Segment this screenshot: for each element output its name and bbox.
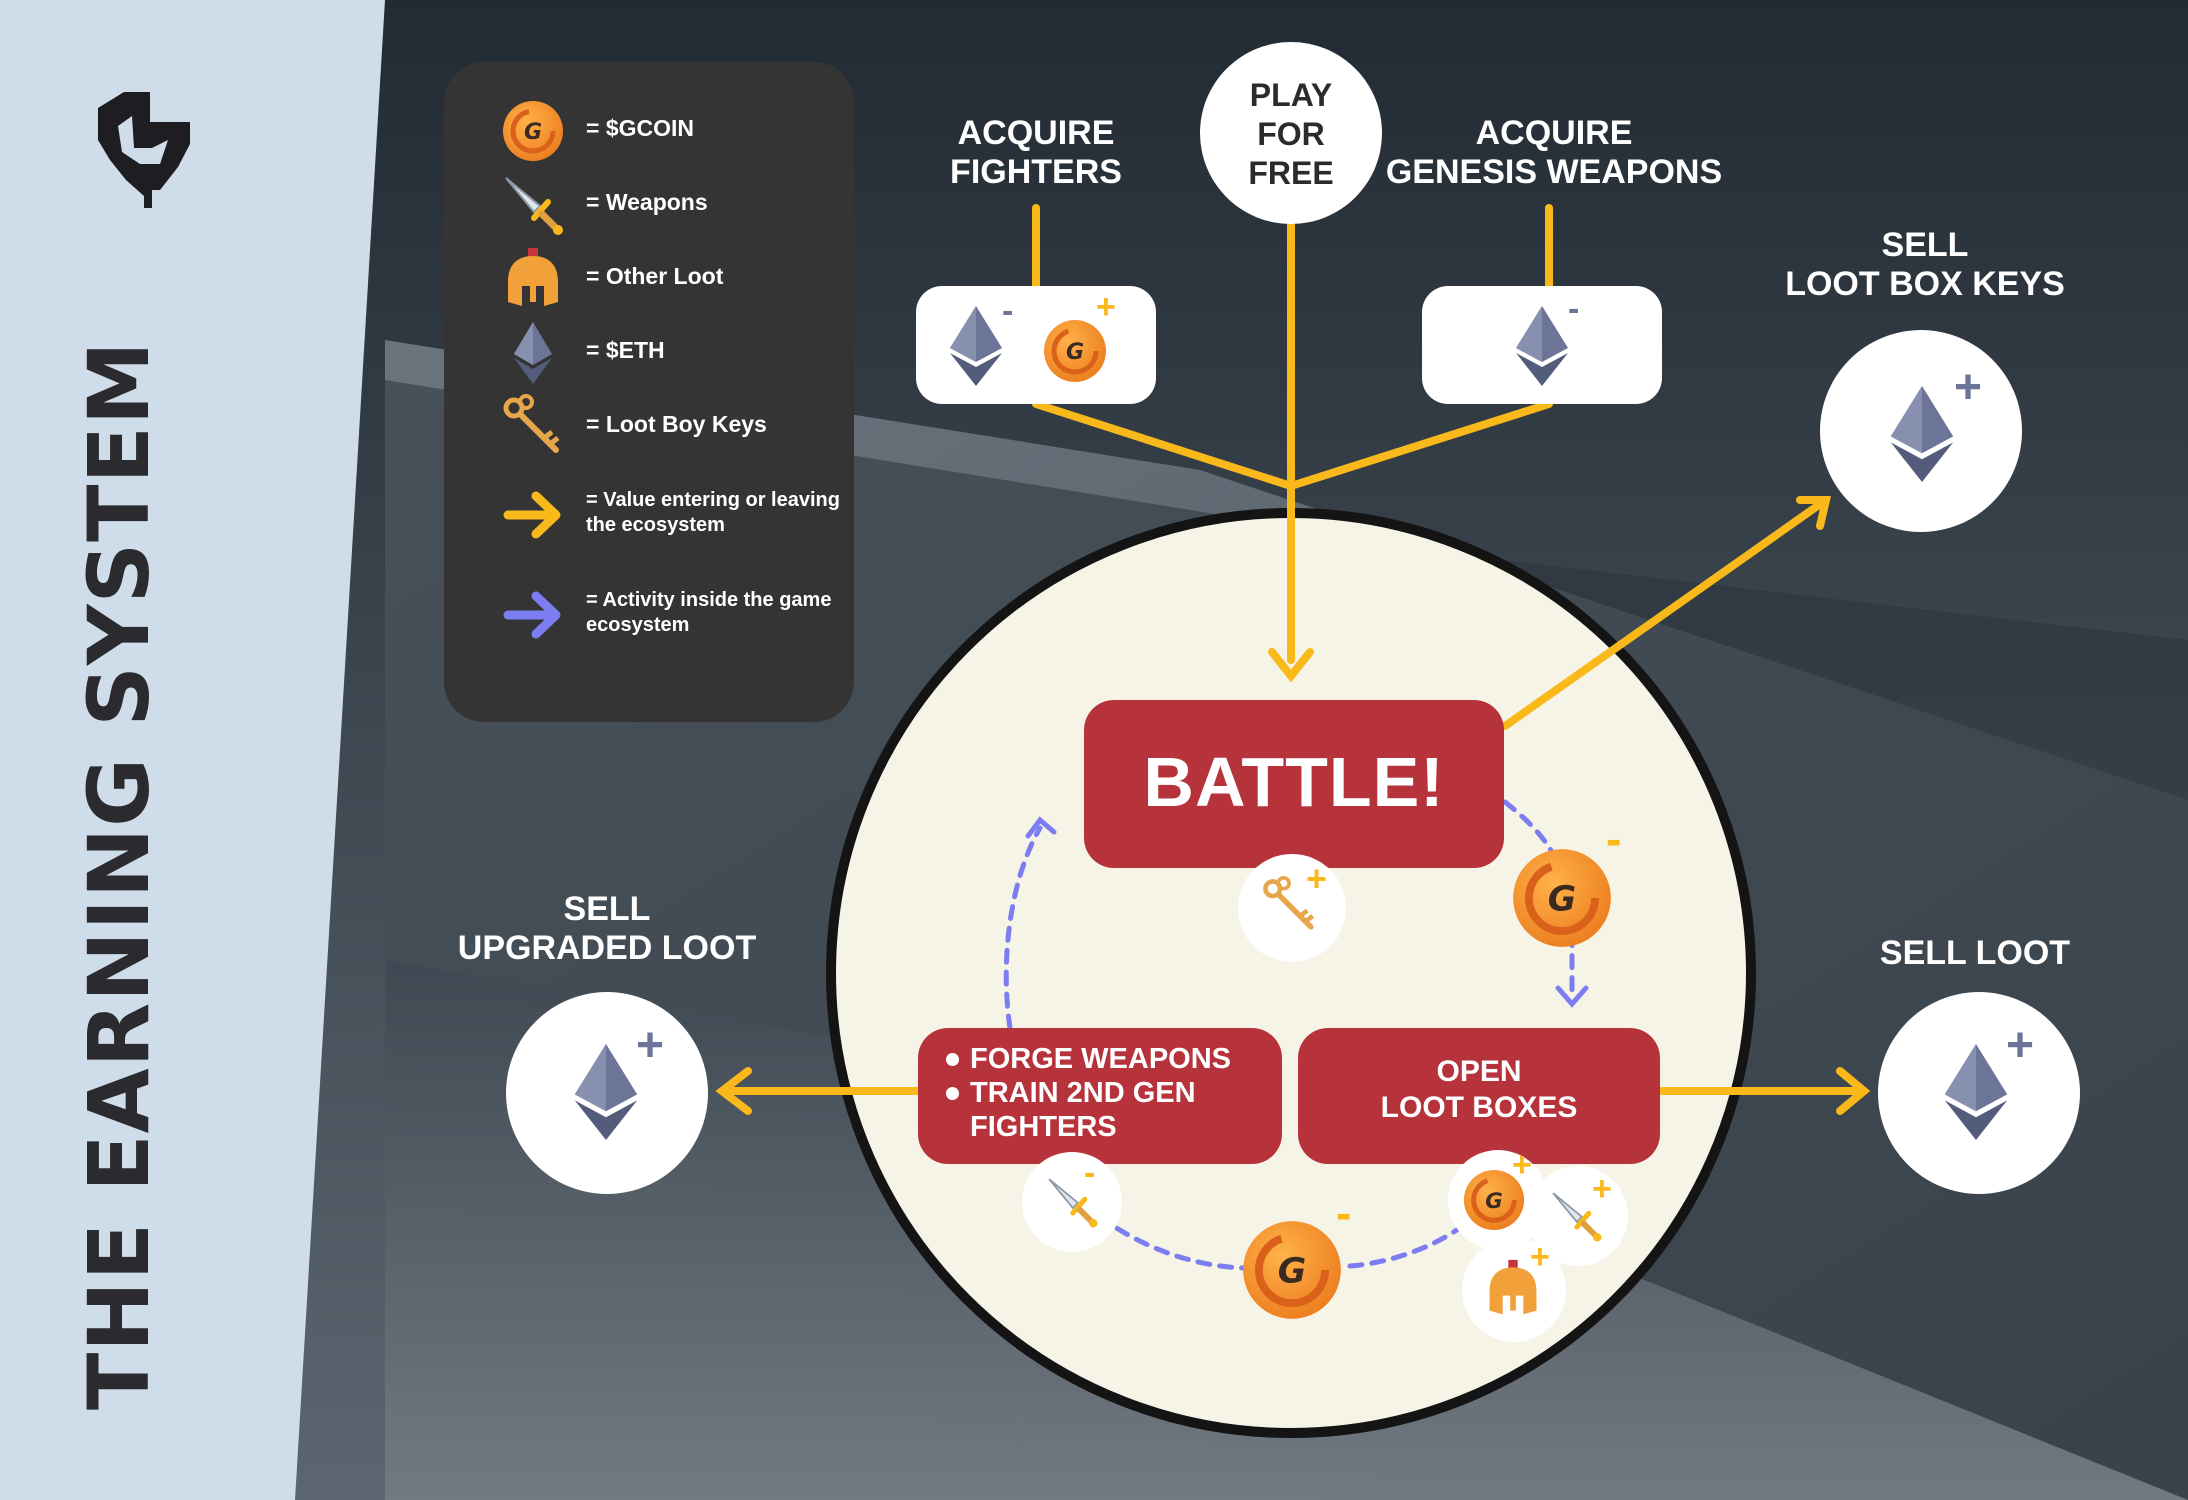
svg-text:G: G <box>524 120 542 145</box>
sell-upgraded-eth-circle: + <box>506 992 708 1194</box>
legend-row-gcoin: G = $GCOIN <box>444 94 854 164</box>
legend-label-loot: = Other Loot <box>586 263 724 289</box>
forge-train-box: FORGE WEAPONS TRAIN 2ND GEN FIGHTERS <box>918 1028 1282 1164</box>
legend-label-yellow-arrow: = Value entering or leaving the ecosyste… <box>586 489 840 536</box>
page-title: THE EARNING SYSTEM <box>70 340 168 1410</box>
minus-sign: - <box>1336 1187 1352 1239</box>
plus-sign: + <box>1512 1146 1532 1184</box>
loot-helmet-reward: + <box>1462 1238 1566 1342</box>
gcoin-icon: G <box>1044 320 1106 382</box>
forge-train-list: FORGE WEAPONS TRAIN 2ND GEN <box>944 1042 1231 1110</box>
legend-row-weapons: = Weapons <box>444 168 854 238</box>
sword-icon <box>505 177 563 235</box>
plus-sign: + <box>636 1019 665 1072</box>
svg-text:G: G <box>1066 340 1084 365</box>
legend-label-weapons: = Weapons <box>586 189 708 215</box>
legend-label-gcoin: = $GCOIN <box>586 115 695 141</box>
legend-label-keys: = Loot Boy Keys <box>586 411 767 437</box>
sword-icon <box>1048 1178 1098 1228</box>
arrow-yellow-icon <box>503 491 561 539</box>
arrow-purple-icon <box>503 591 561 639</box>
eth-icon <box>1890 386 1954 482</box>
eth-icon <box>514 322 552 384</box>
plus-sign: + <box>1954 361 1983 414</box>
helmet-icon <box>1489 1259 1537 1315</box>
battle-box: BATTLE! <box>1084 700 1504 868</box>
gcoin-icon: G <box>503 101 563 161</box>
eth-icon <box>1516 306 1568 386</box>
plus-sign: + <box>1592 1170 1612 1208</box>
plus-sign: + <box>1530 1238 1550 1276</box>
minus-sign: - <box>1606 813 1622 865</box>
brand-logo <box>98 92 190 208</box>
gcoin-icon: G <box>1243 1221 1341 1319</box>
sell-keys-label: SELL LOOT BOX KEYS <box>1785 226 2065 303</box>
plus-sign: + <box>2006 1019 2035 1072</box>
helmet-icon <box>508 248 558 306</box>
gcoin-icon: G <box>1463 1169 1525 1231</box>
svg-text:G: G <box>1485 1189 1503 1214</box>
sword-icon <box>1552 1192 1602 1242</box>
key-icon <box>503 394 560 453</box>
legend-row-keys: = Loot Boy Keys <box>444 390 854 460</box>
legend-row-eth: = $ETH <box>444 316 854 386</box>
value-inflow-lines <box>715 204 1871 1115</box>
acquire-fighters-label: ACQUIRE FIGHTERS <box>950 114 1122 191</box>
acquire-genesis-label: ACQUIRE GENESIS WEAPONS <box>1385 114 1723 191</box>
minus-sign: - <box>1568 290 1580 328</box>
battle-key-reward: + <box>1238 854 1346 962</box>
eth-icon <box>950 306 1002 386</box>
train-fighters-item: TRAIN 2ND GEN <box>944 1076 1231 1110</box>
legend-row-purple-arrow: = Activity inside the game ecosystem <box>444 578 854 648</box>
legend-label-eth: = $ETH <box>586 337 665 363</box>
plus-sign: + <box>1306 858 1328 899</box>
key-icon <box>1263 876 1315 930</box>
sell-upgraded-label: SELL UPGRADED LOOT <box>457 890 757 967</box>
activity-arrowheads <box>1025 816 1589 1008</box>
open-loot-boxes-label: OPEN LOOT BOXES <box>1380 1055 1578 1124</box>
minus-sign: - <box>1084 1154 1096 1192</box>
play-for-free-label: PLAY FOR FREE <box>1248 77 1334 191</box>
legend-row-loot: = Other Loot <box>444 242 854 312</box>
open-loot-boxes-box: OPEN LOOT BOXES <box>1298 1028 1660 1164</box>
train-fighters-cont: FIGHTERS <box>970 1111 1117 1143</box>
sell-keys-eth-circle: + <box>1820 330 2022 532</box>
legend-panel: G = $GCOIN = Weapons = Other Loot = $ETH <box>444 62 854 722</box>
legend-label-purple-arrow: = Activity inside the game ecosystem <box>586 589 832 636</box>
eth-icon <box>1944 1044 2008 1140</box>
svg-text:G: G <box>1278 1252 1306 1292</box>
sidebar-panel <box>0 0 385 1500</box>
genesis-cost-card: - <box>1422 286 1662 404</box>
minus-sign: - <box>1002 292 1014 330</box>
play-for-free-circle: PLAY FOR FREE <box>1200 42 1382 224</box>
gcoin-icon: G <box>1513 849 1611 947</box>
loot-weapon-reward: + <box>1528 1166 1628 1266</box>
legend-row-yellow-arrow: = Value entering or leaving the ecosyste… <box>444 478 854 548</box>
svg-text:G: G <box>1548 880 1576 920</box>
forge-weapon-cost: - <box>1022 1152 1122 1252</box>
battle-label: BATTLE! <box>1143 743 1445 821</box>
sell-loot-eth-circle: + <box>1878 992 2080 1194</box>
plus-sign: + <box>1096 288 1116 326</box>
eth-icon <box>574 1044 638 1140</box>
forge-weapons-item: FORGE WEAPONS <box>944 1042 1231 1076</box>
fighters-cost-card: - G + <box>916 286 1156 404</box>
sell-loot-label: SELL LOOT <box>1879 934 2071 972</box>
